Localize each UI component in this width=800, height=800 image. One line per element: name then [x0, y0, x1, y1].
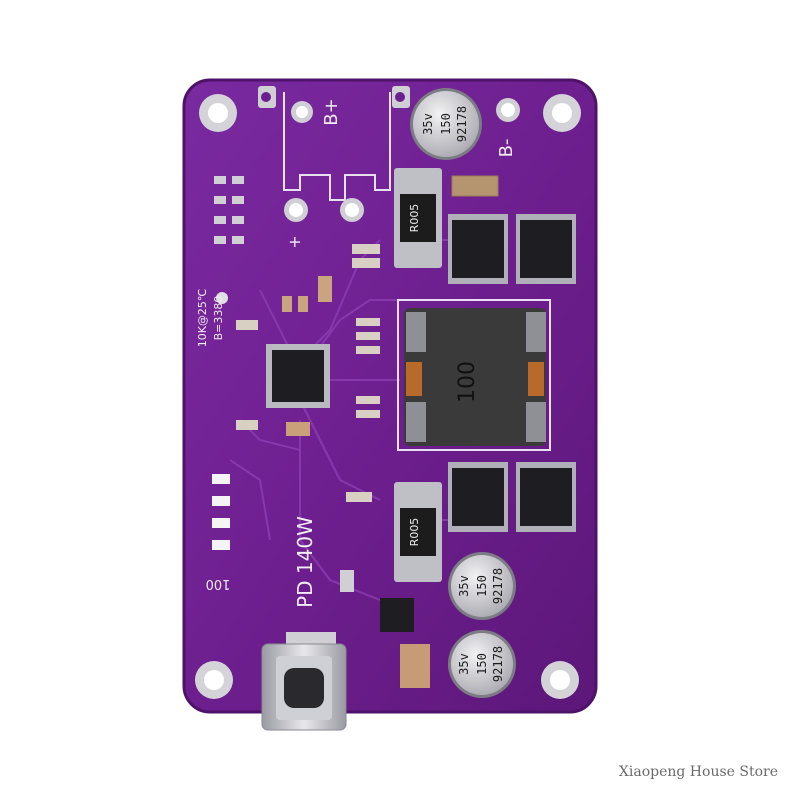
controller-ic: [266, 344, 330, 408]
cap-mid-voltage: 35v: [457, 575, 471, 597]
mounting-holes: [195, 94, 581, 699]
thermistor-label-2: B=3380: [212, 296, 225, 341]
cap-bot-code: 92178: [491, 646, 505, 682]
smd-components: [214, 176, 430, 688]
thermistor-label-1: 10K@25℃: [196, 289, 209, 348]
resistor-bottom-label: R005: [408, 518, 421, 547]
cap-mid-value: 150: [475, 575, 489, 597]
b-minus-label: B-: [496, 139, 517, 158]
cap-bot-value: 150: [475, 653, 489, 675]
mosfets: [448, 214, 576, 532]
usb-c-connector: [261, 632, 347, 731]
cap-top-code: 92178: [455, 106, 469, 142]
terminal-b-minus: B-: [496, 98, 520, 157]
status-leds: [212, 474, 230, 550]
capacitor-middle: 35v 150 92178: [448, 552, 516, 620]
cap-mid-code: 92178: [491, 568, 505, 604]
shunt-resistor-top: R005: [394, 168, 442, 268]
cap-bot-voltage: 35v: [457, 653, 471, 675]
plus-label: +: [285, 235, 304, 248]
led-label: 100: [206, 576, 231, 591]
shunt-resistor-bottom: R005: [394, 482, 442, 582]
terminal-b-plus: B+ +: [258, 86, 410, 249]
capacitor-top: 35v 150 92178: [410, 88, 482, 160]
inductor: 100: [397, 299, 551, 451]
cap-top-value: 150: [439, 113, 453, 135]
smd-capacitor: [451, 175, 499, 197]
resistor-top-label: R005: [408, 204, 421, 233]
b-plus-label: B+: [321, 98, 342, 125]
pd-rating-label: PD 140W: [293, 516, 317, 608]
inductor-label: 100: [455, 361, 480, 403]
capacitor-bottom: 35v 150 92178: [448, 630, 516, 698]
cap-top-voltage: 35v: [421, 113, 435, 135]
store-watermark: Xiaopeng House Store: [618, 764, 778, 780]
